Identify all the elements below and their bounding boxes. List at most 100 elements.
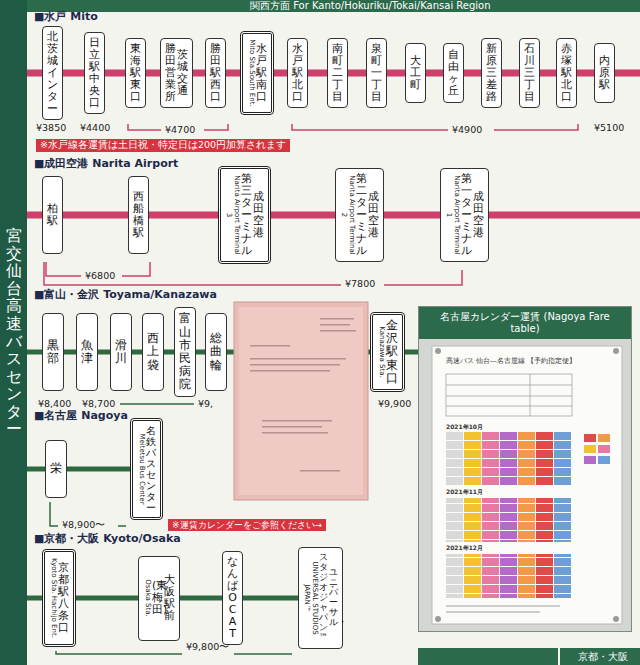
- route-line: [146, 70, 160, 77]
- fare-label: ¥8,700: [82, 399, 115, 410]
- fare-note: ※水戸線各運賃は土日祝・特定日は200円加算されます: [36, 139, 290, 152]
- route-line: [464, 70, 481, 77]
- stop-name: 魚津: [81, 339, 93, 365]
- bus-stop-box: 名鉄バスセンターMeitetsu Bus Center: [130, 418, 163, 520]
- stop-name: 黒部: [47, 339, 59, 365]
- route-line: [243, 596, 298, 601]
- english-column: UNIVERSAL STUDIOS JAPAN™: [303, 552, 318, 644]
- section-heading: ■京都・大阪 Kyoto/Osaka: [34, 533, 181, 546]
- tab-label: 京都・大阪: [578, 651, 628, 663]
- stop-name-english: Narita Airport Terminal 1: [445, 174, 460, 256]
- bus-stop-box: 茨城交通勝田営業所: [160, 38, 193, 108]
- bus-stop-box: 柏駅: [42, 176, 63, 254]
- stop-name: 勝田営業所: [165, 43, 176, 103]
- bus-stop-box: 南町二丁目: [327, 38, 348, 108]
- stop-name: 南町二丁目: [332, 43, 343, 103]
- bus-stop-box: 勝田駅西口: [205, 38, 226, 108]
- stop-name: 赤塚駅北口: [561, 43, 572, 103]
- stop-name: 石川三丁目: [524, 43, 535, 103]
- fare-label: ¥4400: [80, 123, 110, 134]
- bus-stop-box: 金沢駅東口Kanazawa Sta.: [370, 312, 405, 392]
- band-title: 宮交仙台高速バスセンター: [6, 227, 22, 438]
- route-line: [384, 212, 440, 219]
- english-column: Kanazawa Sta.: [377, 322, 385, 382]
- stop-name: 成田空港: [473, 191, 484, 239]
- stop-name-english: Meitetsu Bus Center: [137, 429, 145, 509]
- stop-name-english: Mito Sta.South Ent.: [247, 38, 255, 108]
- stop-name: 大阪駅前: [164, 574, 175, 622]
- stop-name: 新原三差路: [486, 43, 497, 103]
- fare-panel: 名古屋カレンダー運賃 (Nagoya Fare table): [418, 306, 632, 632]
- stop-name: (東梅田): [152, 580, 163, 616]
- bus-stop-box: 水戸駅北口: [287, 38, 308, 108]
- bus-stop-box: 赤塚駅北口: [556, 38, 577, 108]
- stop-name-english: Narita Airport Terminal 2: [340, 174, 355, 256]
- fare-note: ※運賃カレンダーをご参照ください→: [168, 519, 326, 531]
- route-line: [164, 350, 174, 355]
- stop-name: 成田空港: [253, 191, 264, 239]
- route-line: [348, 70, 366, 77]
- fare-label: ¥8,400: [38, 399, 71, 410]
- bus-stop-box: 京都駅八条口Kyoto Sta. Hachijo Ent.: [42, 549, 76, 647]
- stop-name: 泉町一丁目: [371, 43, 382, 103]
- english-column: Meitetsu Bus Center: [137, 429, 145, 509]
- month-label: 2021年10月: [446, 424, 483, 431]
- route-line: [132, 350, 142, 355]
- english-column: Narita Airport Terminal 2: [340, 174, 355, 256]
- section-heading: ■名古屋 Nagoya: [34, 410, 128, 423]
- route-line: [274, 70, 287, 77]
- route-line: [426, 70, 443, 77]
- month-label: 2021年12月: [446, 545, 483, 552]
- route-line: [64, 350, 76, 355]
- fare-label: ¥8,900〜: [62, 520, 105, 531]
- bus-stop-box: 成田空港第一ターミナルNarita Airport Terminal 1: [440, 168, 489, 263]
- route-line: [98, 350, 110, 355]
- section-heading: ■富山・金沢 Toyama/Kanazawa: [34, 289, 217, 302]
- route-line: [271, 212, 335, 219]
- route-line: [502, 70, 519, 77]
- bus-stop-box: 北茨城インター: [42, 26, 63, 121]
- stop-name: 北茨城インター: [47, 31, 58, 116]
- stop-name: 第二ターミナル: [356, 173, 367, 258]
- stop-name: 内原駅: [599, 55, 610, 91]
- section-heading: ■成田空港 Narita Airport: [34, 158, 178, 171]
- panel-heading: 名古屋カレンダー運賃 (Nagoya Fare table): [419, 307, 631, 339]
- route-line: [540, 70, 556, 77]
- route-line: [193, 70, 205, 77]
- route-line: [63, 70, 84, 77]
- route-line: [387, 70, 405, 77]
- bus-stop-box: 内原駅: [594, 43, 615, 103]
- section-heading: ■水戸 Mito: [34, 11, 98, 24]
- bus-stop-box: 新原三差路: [481, 38, 502, 108]
- stop-name: 総曲輪: [210, 332, 222, 372]
- bus-stop-box: 滑川: [110, 313, 132, 391]
- bus-stop-box: 栄: [45, 440, 67, 498]
- fare-label: ¥4900: [452, 125, 482, 136]
- bus-stop-box: 石川三丁目: [519, 38, 540, 108]
- route-line: [76, 596, 138, 601]
- stop-name: 茨城交通: [177, 49, 188, 97]
- route-line: [67, 467, 130, 472]
- stop-name: なんばOCAT: [227, 556, 238, 641]
- stop-name: 西船橋駅: [133, 191, 144, 239]
- bus-stop-box: 東海駅東口: [125, 38, 146, 108]
- stop-name: スタジオ・ジャパン™: [319, 553, 328, 642]
- stop-name-english: Narita Airport Terminal 3: [225, 174, 240, 256]
- stop-name: 滑川: [115, 339, 127, 365]
- stop-name: 栄: [50, 462, 62, 475]
- fare-label: ¥6800: [85, 271, 115, 282]
- fare-label: ¥7800: [345, 279, 375, 290]
- stop-name: 自由ヶ丘: [448, 49, 459, 97]
- route-line: [308, 70, 327, 77]
- stop-name: 日立駅中央口: [89, 37, 100, 110]
- route-line: [180, 596, 222, 601]
- stop-name: 勝田駅西口: [210, 43, 221, 103]
- fare-label: ¥5100: [594, 123, 624, 134]
- route-line: [149, 212, 218, 219]
- bus-stop-box: 水戸駅南口Mito Sta.South Ent.: [240, 31, 274, 115]
- fare-label: ¥9,: [198, 399, 213, 410]
- bus-stop-box: 自由ヶ丘: [443, 43, 464, 103]
- stop-name: 東海駅東口: [130, 43, 141, 103]
- fare-label: ¥9,800〜: [186, 642, 229, 653]
- english-column: Mito Sta.South Ent.: [247, 38, 255, 108]
